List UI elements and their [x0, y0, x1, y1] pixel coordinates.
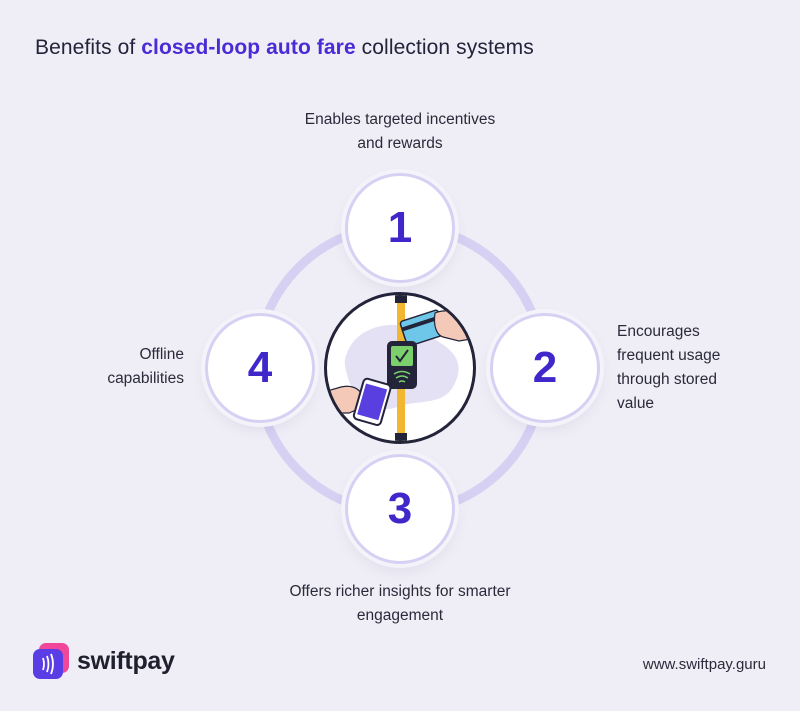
- benefit-node-4: 4: [205, 313, 315, 423]
- page-title: Benefits of closed-loop auto fare collec…: [35, 36, 534, 59]
- benefit-number-2: 2: [532, 343, 558, 392]
- brand-logo: swiftpay: [33, 643, 175, 679]
- benefit-4-label: Offline capabilities: [107, 346, 184, 387]
- benefit-3-label: Offers richer insights for smarter engag…: [289, 583, 511, 624]
- benefit-number-4: 4: [247, 343, 273, 392]
- benefit-number-1: 1: [387, 203, 413, 252]
- contactless-card-tap-illustration: [324, 292, 476, 444]
- title-highlight: closed-loop auto fare: [141, 36, 356, 59]
- benefit-node-1: 1: [345, 173, 455, 283]
- center-illustration-svg: [327, 295, 472, 441]
- contactless-wave-icon: [33, 643, 69, 679]
- benefit-2-label: Encourages frequent usage through stored…: [617, 323, 721, 412]
- benefit-1-label: Enables targeted incentives and rewards: [304, 111, 496, 152]
- brand-name: swiftpay: [77, 646, 175, 675]
- benefit-node-3: 3: [345, 454, 455, 564]
- benefit-number-3: 3: [387, 484, 413, 533]
- benefit-node-2: 2: [490, 313, 600, 423]
- website-url[interactable]: www.swiftpay.guru: [642, 656, 766, 673]
